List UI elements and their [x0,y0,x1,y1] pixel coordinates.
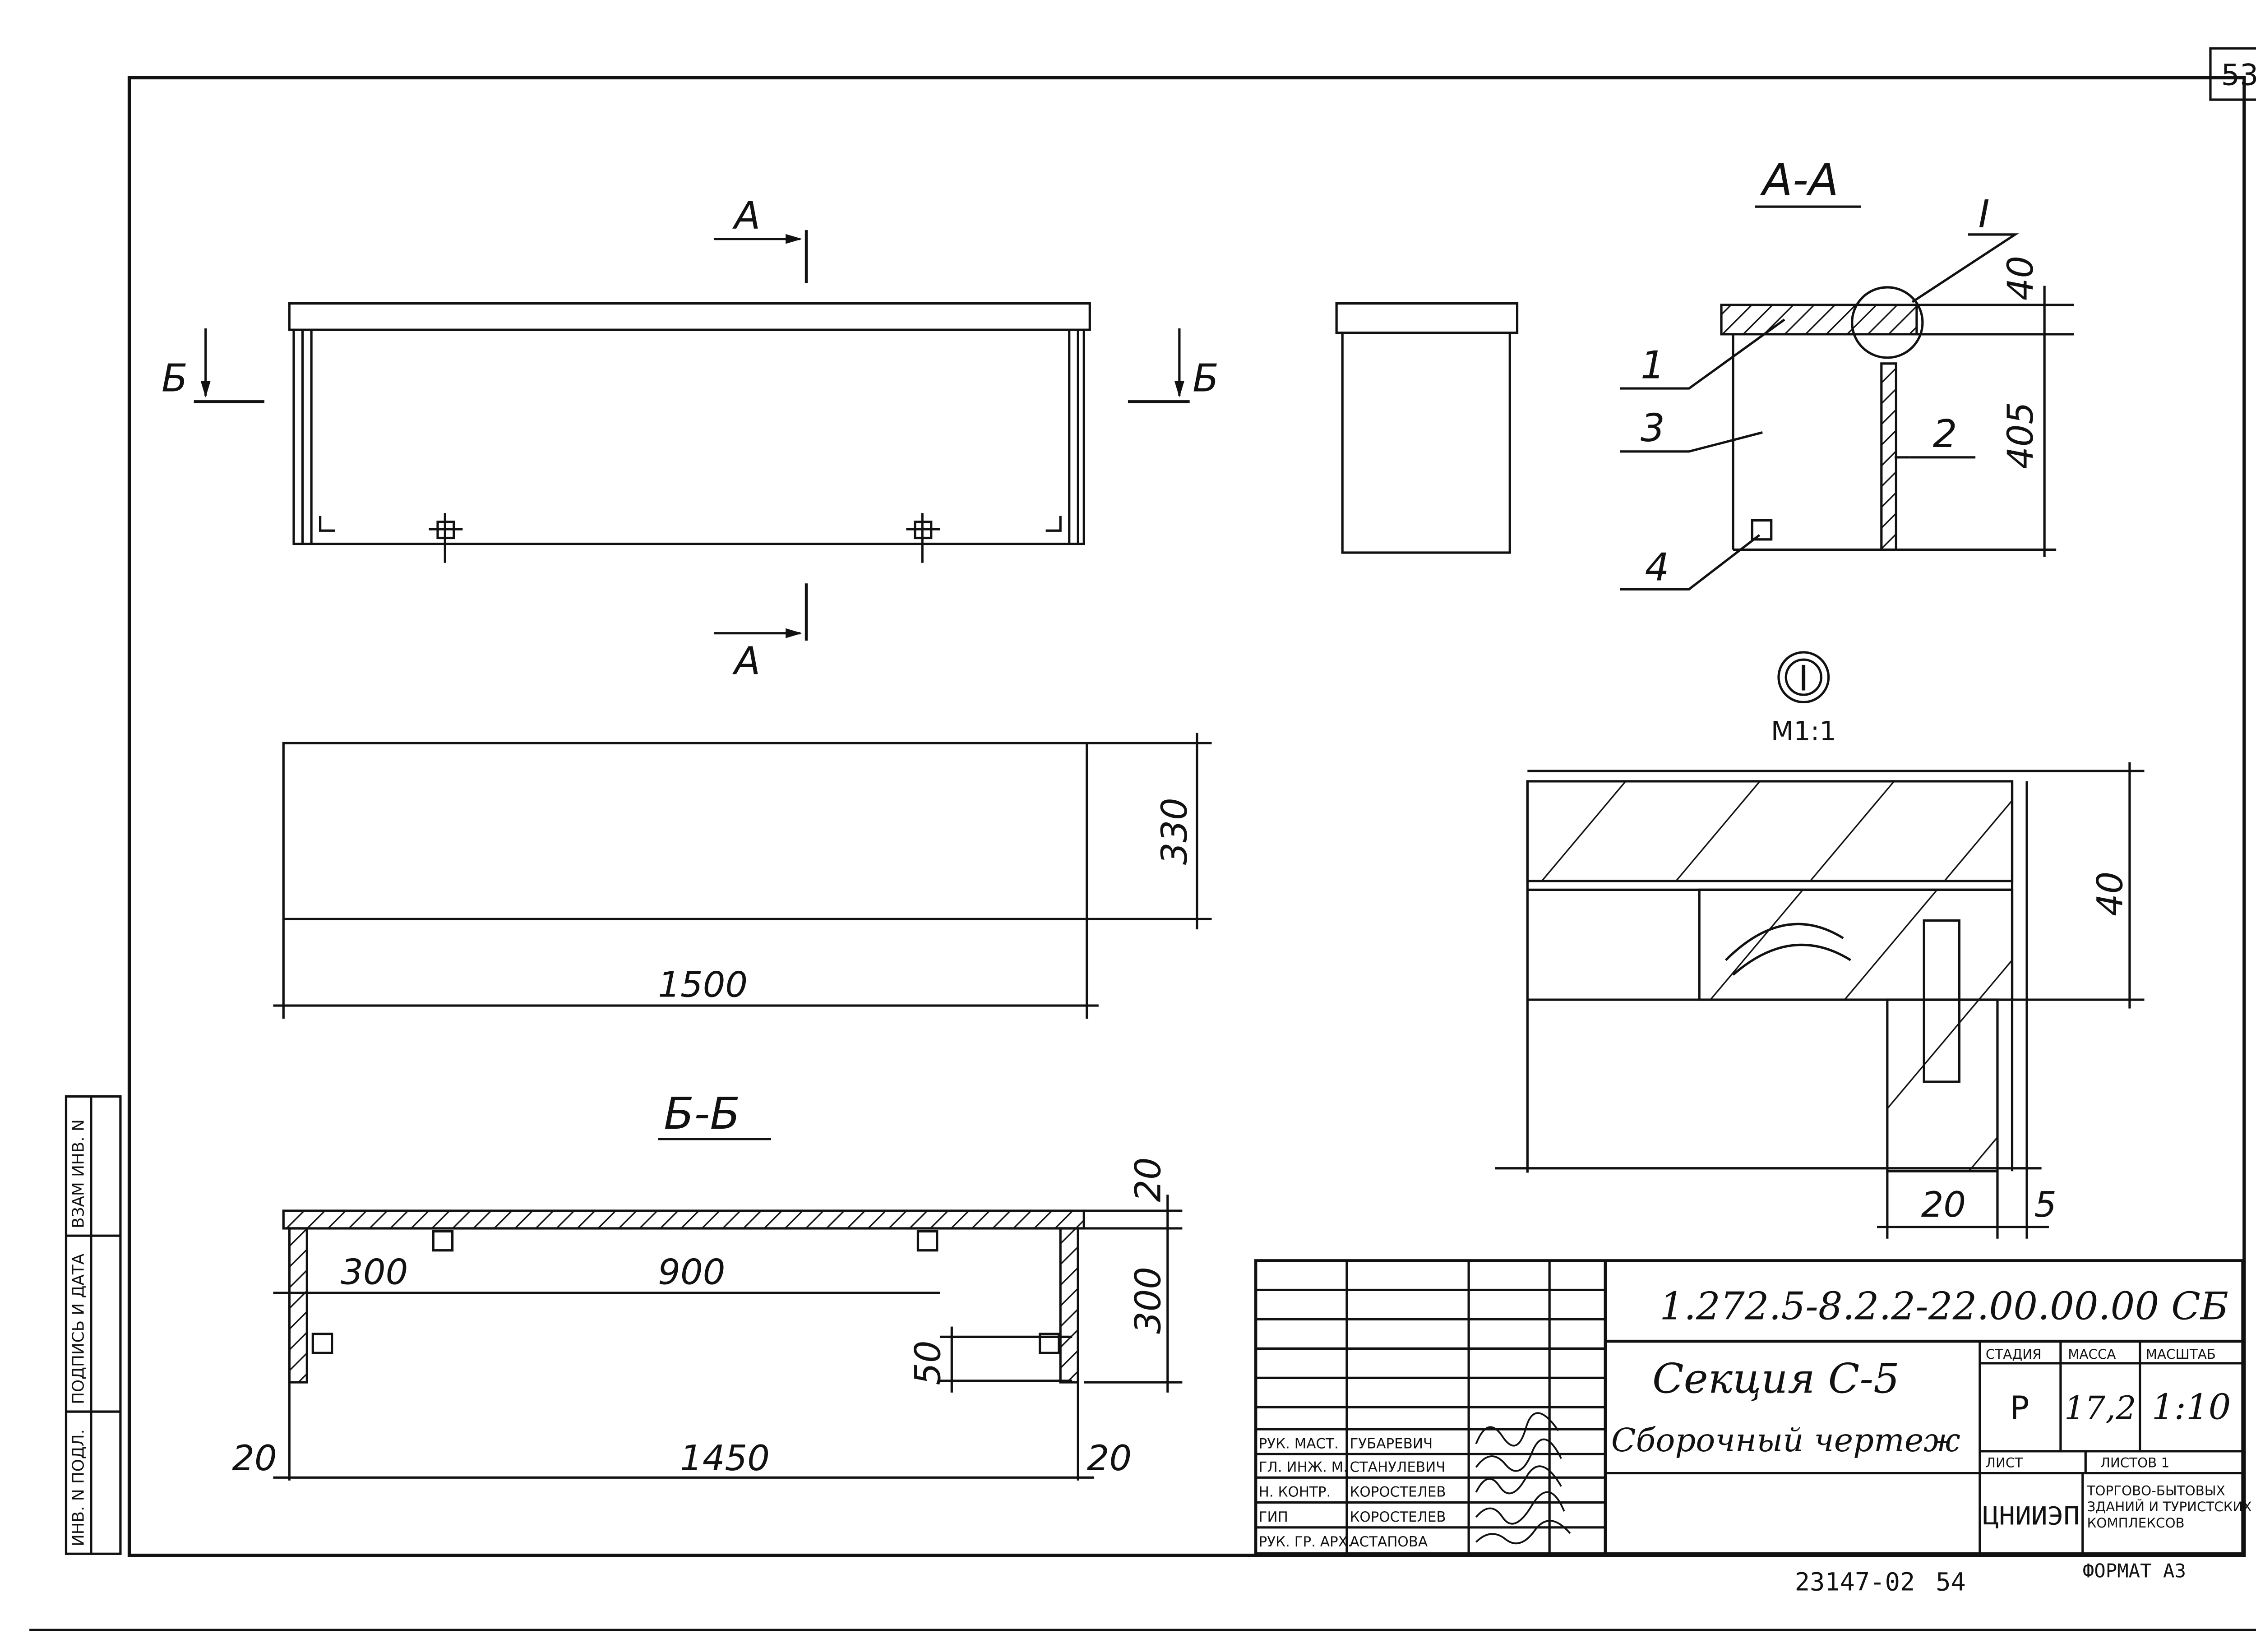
role-4: ГИП [1259,1509,1288,1525]
side-stamp-field-2: ПОДПИСЬ И ДАТА [69,1253,88,1404]
dim-aa-top: 40 [2001,256,2041,300]
callout-4: 4 [1645,545,1669,590]
org-text-2: ЗДАНИЙ И ТУРИСТСКИХ [2087,1499,2252,1514]
side-view [1335,302,1519,554]
dim-bb-inner: 1450 [680,1438,770,1479]
section-bb-title: Б-Б [664,1088,740,1140]
detail-marker: I [1798,658,1809,699]
drawing-title-2: Сборочный чертеж [1611,1421,1960,1459]
section-bb-view [273,1138,1183,1481]
page-number-box [2209,47,2256,101]
dim-plan-depth: 330 [1155,798,1195,865]
mass-value: 17,2 [2064,1389,2136,1426]
drawing-title-1: Секция С-5 [1652,1355,1900,1403]
name-1: ГУБАРЕВИЧ [1350,1435,1433,1452]
bottom-page: 54 [1936,1568,1966,1597]
org-text-1: ТОРГОВО-БЫТОВЫХ [2087,1483,2225,1498]
sheets-label: ЛИСТОВ 1 [2100,1455,2169,1471]
drawing-code: 1.272.5-8.2.2-22.00.00.00 СБ [1660,1284,2228,1328]
stage-value: Р [2010,1389,2029,1426]
cut-a-label-top: А [732,194,761,238]
format-label: ФОРМАТ А3 [2083,1560,2186,1582]
detail-scale: М1:1 [1771,716,1836,747]
bottom-number: 23147-02 [1795,1568,1915,1597]
role-2: ГЛ. ИНЖ. М. [1259,1459,1348,1475]
name-2: СТАНУЛЕВИЧ [1350,1459,1445,1475]
dim-detail-gap: 5 [2034,1185,2057,1225]
dim-bb-height: 300 [1128,1267,1169,1334]
dim-bb-right-edge: 20 [1087,1438,1132,1479]
dim-bb-top: 20 [1128,1157,1169,1202]
dim-bb-spacing: 900 [658,1252,725,1292]
scale-header: МАСШТАБ [2146,1347,2216,1362]
role-5: РУК. ГР. АРХ. [1259,1534,1352,1550]
dim-bb-left-edge: 20 [232,1438,277,1479]
name-4: КОРОСТЕЛЕВ [1350,1509,1446,1525]
callout-3: 3 [1641,406,1665,450]
dim-plan-length: 1500 [658,965,748,1006]
cut-b-label-right: Б [1193,356,1219,401]
stage-header: СТАДИЯ [1986,1347,2042,1362]
org-logo: ЦНИИЭП [1983,1502,2080,1531]
dim-aa-height: 405 [2001,402,2041,469]
front-view [194,230,1190,641]
mass-header: МАССА [2068,1347,2116,1362]
side-stamp-field-1: ИНВ. N ПОДЛ. [69,1429,88,1546]
cut-b-label-left: Б [162,356,188,401]
callout-1: 1 [1641,343,1665,387]
section-aa-title: А-А [1760,154,1839,206]
title-block [1254,1259,2244,1555]
name-3: КОРОСТЕЛЕВ [1350,1484,1446,1500]
scale-value: 1:10 [2152,1387,2231,1427]
side-stamp [65,1095,122,1555]
dim-detail-width: 20 [1921,1185,1966,1225]
cut-a-label-bottom: А [732,639,761,683]
dim-detail-thickness: 40 [2090,872,2131,916]
dim-bb-left-offset: 300 [341,1252,408,1292]
detail-i-view [1495,651,2145,1239]
sheet-label: ЛИСТ [1986,1455,2023,1471]
dim-bb-small: 50 [908,1340,948,1385]
name-5: АСТАПОВА [1350,1534,1428,1550]
page-number: 53 [2221,59,2256,92]
org-text-3: КОМПЛЕКСОВ [2087,1515,2185,1531]
section-aa-view [1620,205,2074,591]
role-3: Н. КОНТР. [1259,1484,1331,1500]
callout-2: 2 [1933,412,1957,456]
callout-detail-label: I [1979,192,1990,236]
signatures [1475,1412,1571,1545]
plan-view [273,733,1212,1019]
side-stamp-field-3: ВЗАМ ИНВ. N [69,1119,88,1228]
role-1: РУК. МАСТ. [1259,1435,1339,1452]
